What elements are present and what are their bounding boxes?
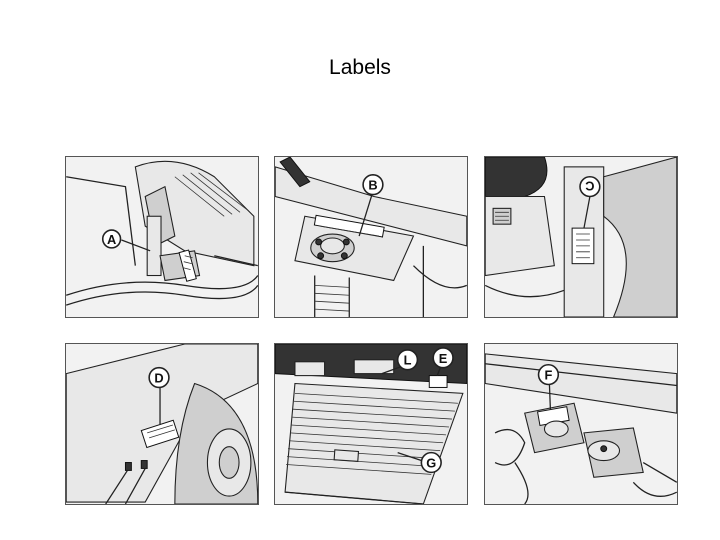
callout-c <box>579 175 601 198</box>
callout-d <box>148 366 170 389</box>
callout-l-label: L <box>404 353 412 368</box>
diagram-panel-f: F <box>484 343 678 505</box>
callout-d-label: D <box>154 371 163 386</box>
diagram-panel-c: C <box>484 156 678 318</box>
callout-a <box>101 229 122 249</box>
callout-g <box>420 451 442 474</box>
callout-b-label: B <box>368 178 377 193</box>
callout-e-label: E <box>439 351 448 366</box>
callout-f-label: F <box>544 368 552 383</box>
callout-l <box>396 349 419 371</box>
diagram-panel-elg: L E G <box>274 343 468 505</box>
callout-f <box>537 363 560 386</box>
callout-b <box>362 173 384 196</box>
page-title: Labels <box>329 56 391 79</box>
diagram-panel-d: D <box>65 343 259 505</box>
diagram-panel-a: A <box>65 156 259 318</box>
diagram-panel-b: B <box>274 156 468 318</box>
engine-bay-illustration: A <box>66 157 258 317</box>
callout-e <box>432 347 454 369</box>
strut-mount-illustration: B <box>275 157 467 317</box>
door-pillar-illustration: C <box>485 157 677 317</box>
underbody-illustration: L E G <box>275 344 467 504</box>
callout-g-label: G <box>426 455 436 470</box>
wheel-arch-illustration: D <box>66 344 258 504</box>
callout-a-label: A <box>107 232 116 247</box>
callout-c-label: C <box>585 179 594 194</box>
suspension-mount-illustration: F <box>485 344 677 504</box>
